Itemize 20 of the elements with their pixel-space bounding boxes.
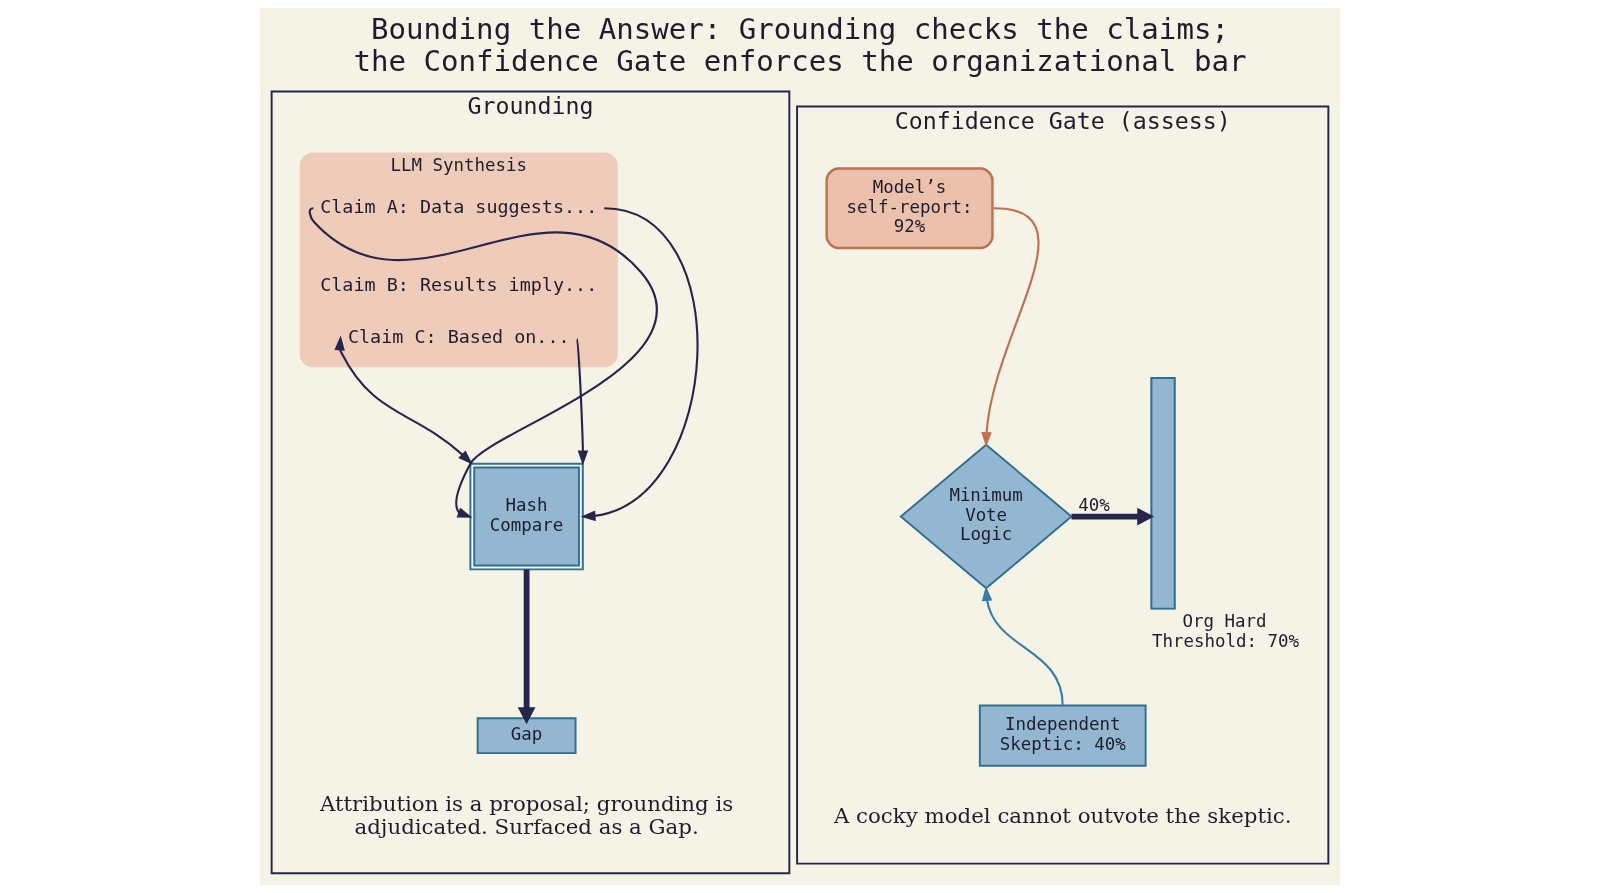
- label: Attribution is a proposal; grounding is adjudicated. Surfaced as a Gap.: [319, 790, 734, 840]
- diagram-title: Bounding the Answer: Grounding checks the claims; the Confidence Gate enforces the organizational bar: [353, 12, 1247, 79]
- arrow: [1071, 507, 1155, 526]
- node-label: Org Hard Threshold: 70%: [1151, 611, 1299, 651]
- arrow: [981, 586, 1064, 706]
- label: A cocky model cannot outvote the skeptic.: [833, 802, 1292, 828]
- node-text: Claim A: Data suggests...: [320, 195, 598, 217]
- arrow: [580, 207, 699, 522]
- node-text: Claim B: Results imply...: [320, 273, 598, 295]
- node-box: Hash Compare: [469, 462, 584, 571]
- arrow: [517, 569, 536, 725]
- arrow: [334, 335, 473, 465]
- arrow: [575, 338, 589, 466]
- node-box: Independent Skeptic: 40%: [978, 704, 1147, 767]
- arrow: [981, 207, 1040, 448]
- node-box: Gap: [476, 717, 577, 755]
- node-box: Model’s self-report: 92%: [825, 167, 994, 250]
- node-diamond: Minimum Vote Logic: [899, 443, 1073, 590]
- edge-label: 40%: [1078, 495, 1110, 516]
- node-text: Claim C: Based on...: [347, 326, 570, 348]
